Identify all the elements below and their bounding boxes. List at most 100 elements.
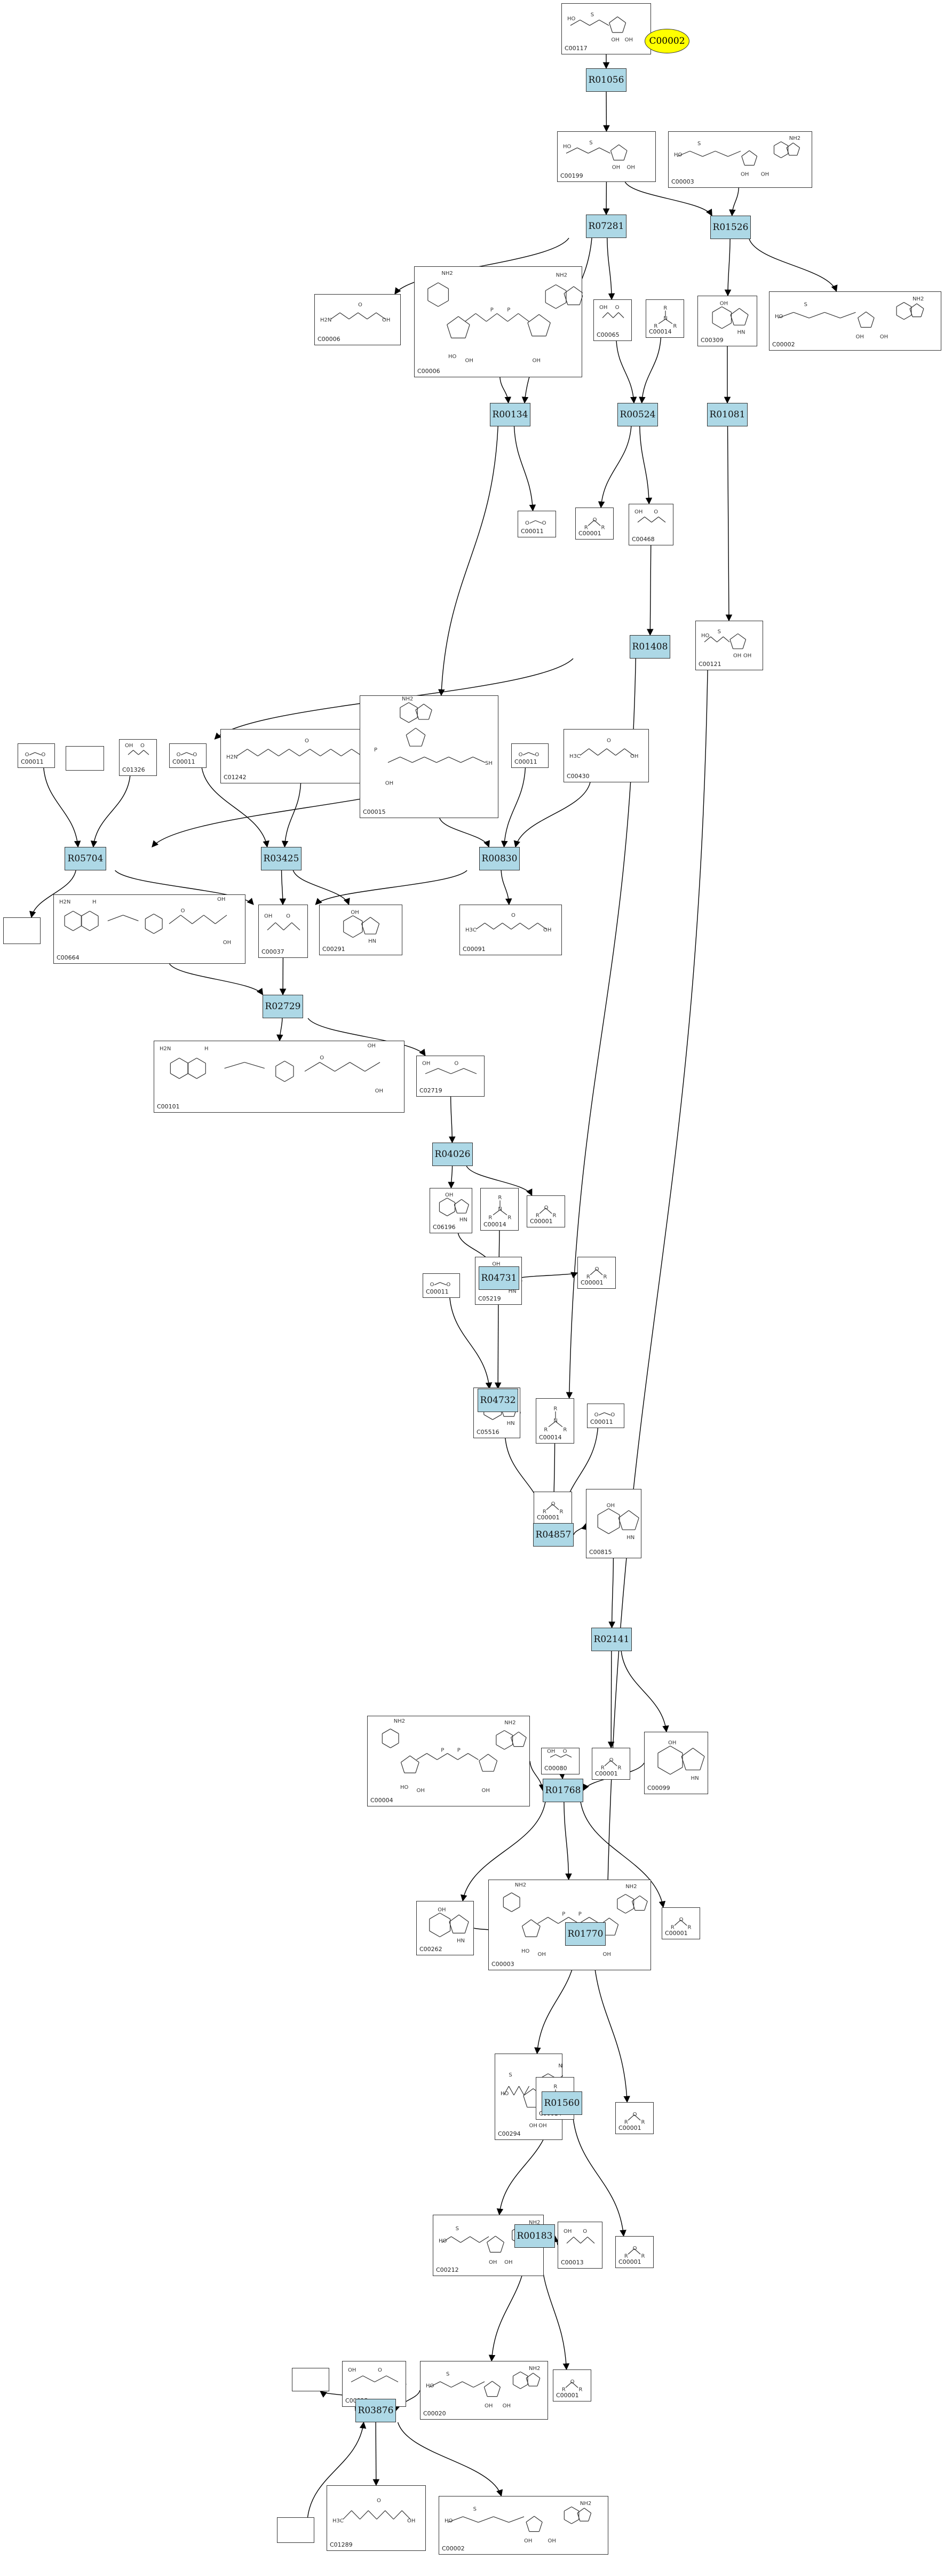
reaction-node[interactable]: R01526 [710,216,751,239]
reaction-node[interactable]: R01408 [630,635,670,659]
reaction-node[interactable]: R01560 [542,2091,582,2115]
reaction-node[interactable]: R00830 [479,847,520,870]
reaction-edge [394,2390,421,2412]
compound-id-label: C00014 [649,328,672,335]
atom-label: H2N [226,754,237,760]
empty-compound-box[interactable] [292,2368,329,2391]
reaction-node[interactable]: R00134 [490,403,530,426]
reaction-node[interactable]: R04732 [478,1389,518,1412]
reaction-edge [558,1772,566,1780]
reaction-node[interactable]: R02729 [263,995,303,1018]
reaction-node[interactable]: R01081 [707,403,748,426]
empty-compound-box[interactable] [277,2517,314,2543]
reaction-node[interactable]: R04857 [533,1523,574,1547]
empty-compound-box[interactable] [66,746,104,771]
atom-label: OH [368,1043,376,1049]
reaction-node[interactable]: R00183 [514,2224,555,2248]
reaction-node[interactable]: R00524 [617,403,658,426]
atom-label: NH2 [402,696,413,702]
compound-id-label: C06196 [433,1224,456,1231]
atom-label: SH [485,760,493,766]
atom-label: OH [547,1748,555,1754]
reaction-edge [201,767,269,848]
reaction-node[interactable]: R03425 [261,847,302,870]
atom-label: R [560,1509,564,1515]
reaction-node[interactable]: R01770 [565,1922,606,1946]
compound-id-label: C00003 [671,178,694,185]
atom-label: O [633,2246,637,2252]
reaction-edge [449,1096,456,1144]
reaction-node[interactable]: R01768 [543,1779,583,1802]
reaction-node[interactable]: R01056 [586,68,626,92]
empty-compound-box[interactable] [3,917,41,944]
start-compound-node[interactable]: C00002 [645,29,689,53]
atom-label: OH [743,653,751,659]
atom-label: S [718,629,721,635]
reaction-node[interactable]: R07281 [586,215,626,238]
reaction-node[interactable]: R04026 [432,1143,473,1166]
reaction-node[interactable]: R05704 [65,847,106,870]
reaction-node[interactable]: R04731 [479,1266,519,1290]
reaction-edge [307,1018,426,1057]
atom-label: OH [264,913,272,919]
atom-label: OH [217,897,225,902]
atom-label: NH2 [625,1884,637,1890]
reaction-node[interactable]: R03876 [355,2399,396,2422]
atom-label: HO [521,1948,530,1954]
reaction-node[interactable]: R02141 [591,1628,632,1651]
